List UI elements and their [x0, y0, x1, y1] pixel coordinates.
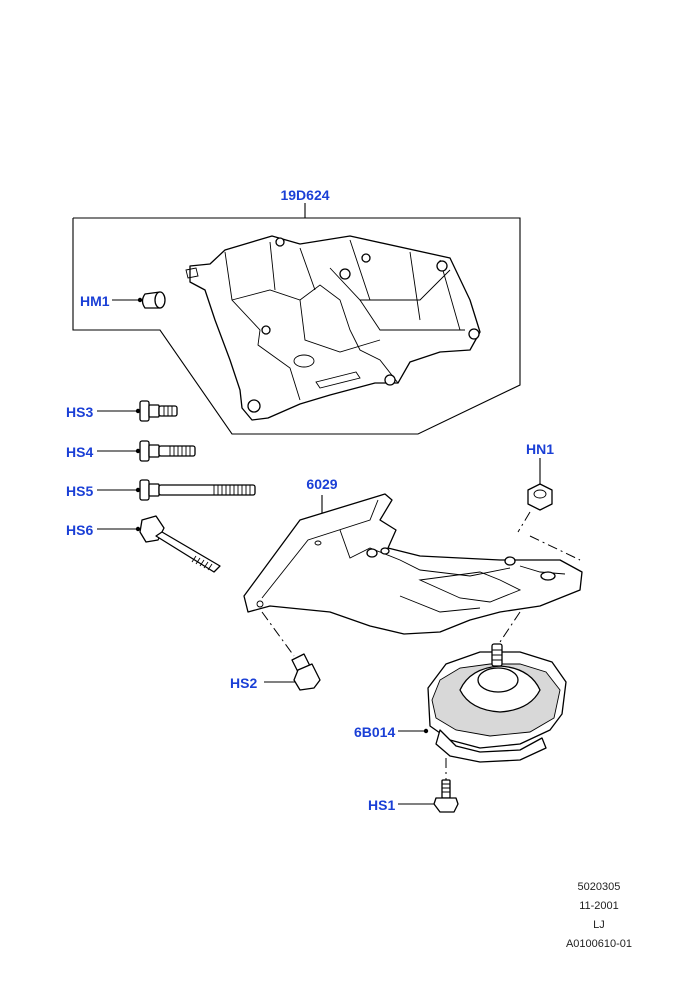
callout-6029: 6029	[306, 476, 337, 492]
callout-hn1: HN1	[526, 441, 554, 457]
callout-hs3: HS3	[66, 404, 93, 420]
drawing-code: LJ	[593, 919, 605, 931]
kit-outline	[72, 203, 521, 435]
drawing-reference-block: 5020305 11-2001 LJ A0100610-01	[566, 878, 632, 954]
hs3-part	[97, 400, 178, 422]
hs6-part	[97, 515, 221, 573]
mounting-arm	[243, 493, 583, 635]
hn1-part	[517, 458, 581, 561]
engine-mount	[398, 611, 567, 790]
callout-hs5: HS5	[66, 483, 93, 499]
hs2-part	[261, 611, 321, 691]
callout-hs6: HS6	[66, 522, 93, 538]
callout-hm1: HM1	[80, 293, 110, 309]
callout-6b014: 6B014	[354, 724, 395, 740]
hs1-part	[398, 779, 459, 813]
drawing-date: 11-2001	[579, 900, 619, 912]
drawing-number: 5020305	[577, 881, 621, 893]
hs5-part	[97, 479, 256, 501]
hm1-part	[112, 291, 166, 309]
callout-hs4: HS4	[66, 444, 93, 460]
callout-19d624: 19D624	[280, 187, 329, 203]
engine-bracket	[185, 235, 481, 421]
hs4-part	[97, 440, 196, 462]
callout-hs1: HS1	[368, 797, 395, 813]
callout-hs2: HS2	[230, 675, 257, 691]
drawing-id: A0100610-01	[565, 938, 632, 950]
